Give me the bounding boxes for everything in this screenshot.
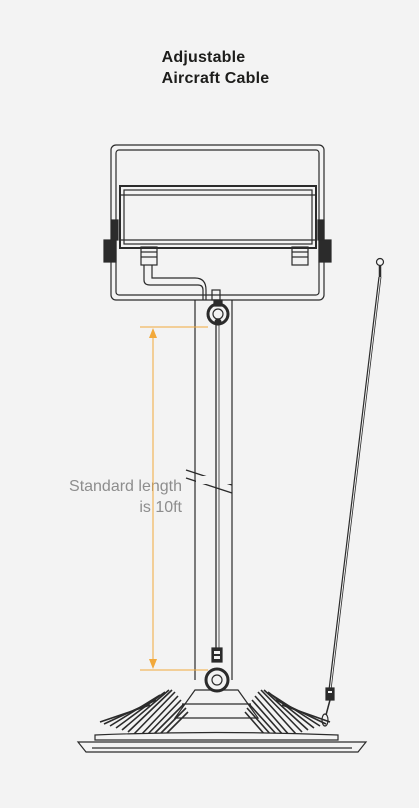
length-label-line-2: is 10ft [139, 499, 182, 516]
dimension-arrow [140, 326, 208, 671]
aircraft-cable [211, 325, 223, 663]
eye-bolt-top [206, 289, 230, 326]
suspension-pipe [185, 300, 233, 680]
title-line-1: Adjustable [161, 49, 246, 66]
hanging-cable [321, 257, 385, 727]
conduit-pipe [143, 275, 207, 300]
length-label-line-1: Standard length [69, 478, 182, 495]
eye-bolt-bottom [204, 667, 230, 693]
driver-box [103, 144, 332, 301]
highbay-light [76, 689, 368, 753]
title-line-2: Aircraft Cable [161, 70, 270, 87]
